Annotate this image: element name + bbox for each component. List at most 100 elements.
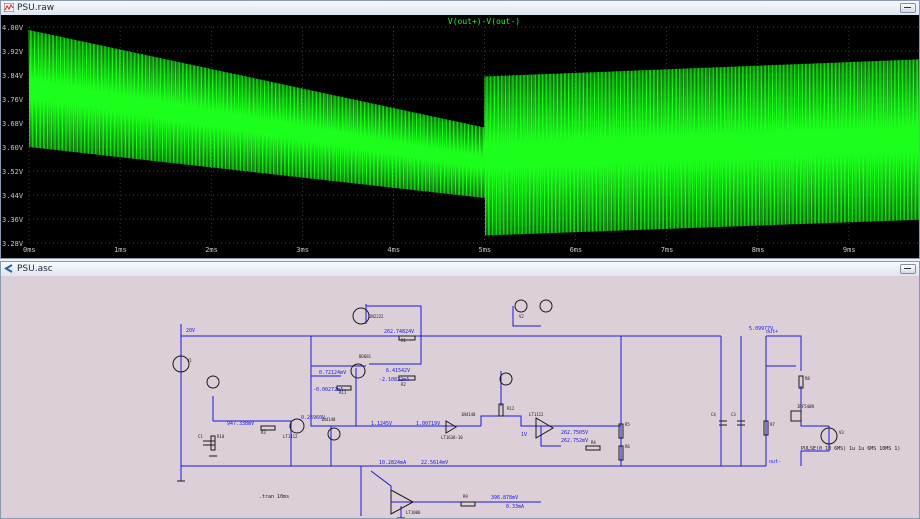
source-top-right-icon: [539, 299, 553, 313]
svg-text:V3: V3: [839, 430, 844, 435]
trace-label[interactable]: V(out+)-V(out-): [448, 17, 520, 26]
x-tick-label: 8ms: [752, 246, 765, 254]
mosfet-m1-icon: [790, 410, 802, 422]
svg-text:R12: R12: [507, 406, 515, 411]
opamp-u1-icon: [289, 418, 305, 434]
svg-text:LT1112: LT1112: [283, 434, 298, 439]
svg-text:LT1112: LT1112: [529, 412, 544, 417]
y-tick-label: 3.52V: [2, 168, 24, 176]
v-node-l-label: 262.752mV: [561, 438, 588, 444]
current-source-2-icon: [499, 372, 513, 386]
opamp-u3-icon: [390, 489, 415, 515]
svg-text:R3: R3: [261, 430, 266, 435]
svg-text:R1: R1: [401, 338, 406, 343]
resistor-r7-icon: [763, 420, 769, 436]
svg-text:R5: R5: [625, 422, 630, 427]
x-tick-label: 3ms: [296, 246, 309, 254]
svg-text:R7: R7: [770, 422, 775, 427]
node-out-minus-label: out-: [769, 459, 781, 465]
pulse-source-label: PULSE(0 10 6MS) 1u 1u 6MS 10MS 1): [801, 446, 900, 452]
y-tick-label: 3.84V: [2, 72, 24, 80]
svg-text:R6: R6: [625, 444, 630, 449]
x-tick-label: 9ms: [843, 246, 856, 254]
ripple-trace: [28, 29, 919, 236]
schematic-canvas[interactable]: 20V out+ out- 5.09977V 262.74824V 0.7212…: [1, 276, 919, 518]
x-tick-label: 1ms: [114, 246, 127, 254]
y-tick-label: 3.44V: [2, 192, 24, 200]
svg-text:2N2222: 2N2222: [369, 314, 384, 319]
resistor-r5-icon: [618, 423, 624, 439]
opamp-u4-icon: [445, 420, 457, 434]
resistor-r4-icon: [585, 445, 601, 451]
grounds: [177, 455, 405, 518]
schematic-window: PSU.asc: [0, 261, 920, 519]
x-tick-label: 0ms: [23, 246, 36, 254]
waveform-window-title: PSU.raw: [17, 3, 55, 13]
schematic-labels: 20V out+ out- 5.09977V 262.74824V 0.7212…: [186, 326, 900, 510]
svg-text:R11: R11: [339, 390, 347, 395]
v-node-j-label: 1V: [521, 432, 527, 438]
svg-text:V2: V2: [519, 314, 524, 319]
waveform-trace: [28, 29, 919, 236]
v-node-p-label: 0.33mA: [506, 504, 524, 510]
svg-text:R8: R8: [805, 376, 810, 381]
svg-text:R4: R4: [591, 440, 596, 445]
node-out-plus-label: out+: [766, 329, 778, 335]
resistor-r11-icon: [336, 385, 352, 391]
y-tick-label: 4.00V: [2, 24, 24, 32]
y-tick-label: 3.68V: [2, 120, 24, 128]
waveform-titlebar[interactable]: PSU.raw: [1, 1, 919, 16]
waveform-plot[interactable]: V(out+)-V(out-) 4.00V 3.92V 3.84V 3.76V 3.68…: [1, 15, 919, 258]
y-tick-label: 3.28V: [2, 240, 24, 248]
wires: [180, 304, 830, 518]
waveform-window: PSU.raw V(out+)-V(out-) 4.00V 3.92V 3.84V 3…: [0, 0, 920, 259]
resistor-r8-icon: [798, 375, 804, 389]
schematic-titlebar[interactable]: PSU.asc: [1, 262, 919, 277]
voltage-source-v3-icon: [820, 427, 838, 445]
svg-text:LT1006: LT1006: [406, 510, 421, 515]
resistor-r2-icon: [398, 375, 416, 381]
svg-text:C4: C4: [711, 412, 716, 417]
schematic-minimize-button[interactable]: [900, 264, 916, 274]
v-node-g-label: 0.26960V: [301, 415, 325, 421]
v-node-e-label: 6.41542V: [386, 368, 410, 374]
transistor-q1-icon: [352, 307, 370, 325]
svg-text:R9: R9: [463, 494, 468, 499]
svg-text:LT1638-10: LT1638-10: [441, 435, 463, 440]
x-tick-label: 7ms: [661, 246, 674, 254]
v-node-k-label: 262.7505V: [561, 430, 588, 436]
svg-text:BD681: BD681: [359, 354, 372, 359]
svg-text:V1: V1: [187, 358, 192, 363]
svg-text:1N4148: 1N4148: [461, 412, 476, 417]
resistor-r10-icon: [210, 435, 216, 451]
v-node-d-label: -2.10822mA: [379, 377, 409, 383]
source-top-left-icon: [514, 299, 528, 313]
y-tick-label: 3.76V: [2, 96, 24, 104]
svg-text:R10: R10: [217, 434, 225, 439]
v-node-b-label: 0.72124mV: [319, 370, 346, 376]
v-node-m-label: 10.2824mA: [379, 460, 406, 466]
resistor-r9-icon: [460, 501, 476, 507]
svg-text:R2: R2: [401, 382, 406, 387]
v-node-n-label: 22.5614mV: [421, 460, 448, 466]
tran-directive-label: .tran 10ms: [259, 494, 289, 500]
v-node-h-label: 1.1245V: [371, 421, 392, 427]
waveform-minimize-button[interactable]: [900, 3, 916, 13]
voltage-source-v1-icon: [172, 355, 190, 373]
transistor-q2-icon: [350, 363, 366, 379]
waveform-app-icon: [4, 3, 14, 12]
resistor-r12-icon: [498, 403, 504, 417]
resistor-r3-icon: [260, 425, 276, 431]
v-node-i-label: 1.00719V: [416, 421, 440, 427]
x-tick-label: 5ms: [479, 246, 492, 254]
transistor-q3-icon: [327, 427, 341, 441]
x-tick-label: 2ms: [205, 246, 218, 254]
components: [172, 299, 838, 515]
opamp-u2-icon: [535, 417, 554, 439]
svg-text:C3: C3: [731, 412, 736, 417]
net-20v-label: 20V: [186, 328, 195, 334]
y-tick-label: 3.92V: [2, 48, 24, 56]
v-node-c-label: -0.00272mA: [313, 387, 343, 393]
current-source-icon: [206, 375, 220, 389]
